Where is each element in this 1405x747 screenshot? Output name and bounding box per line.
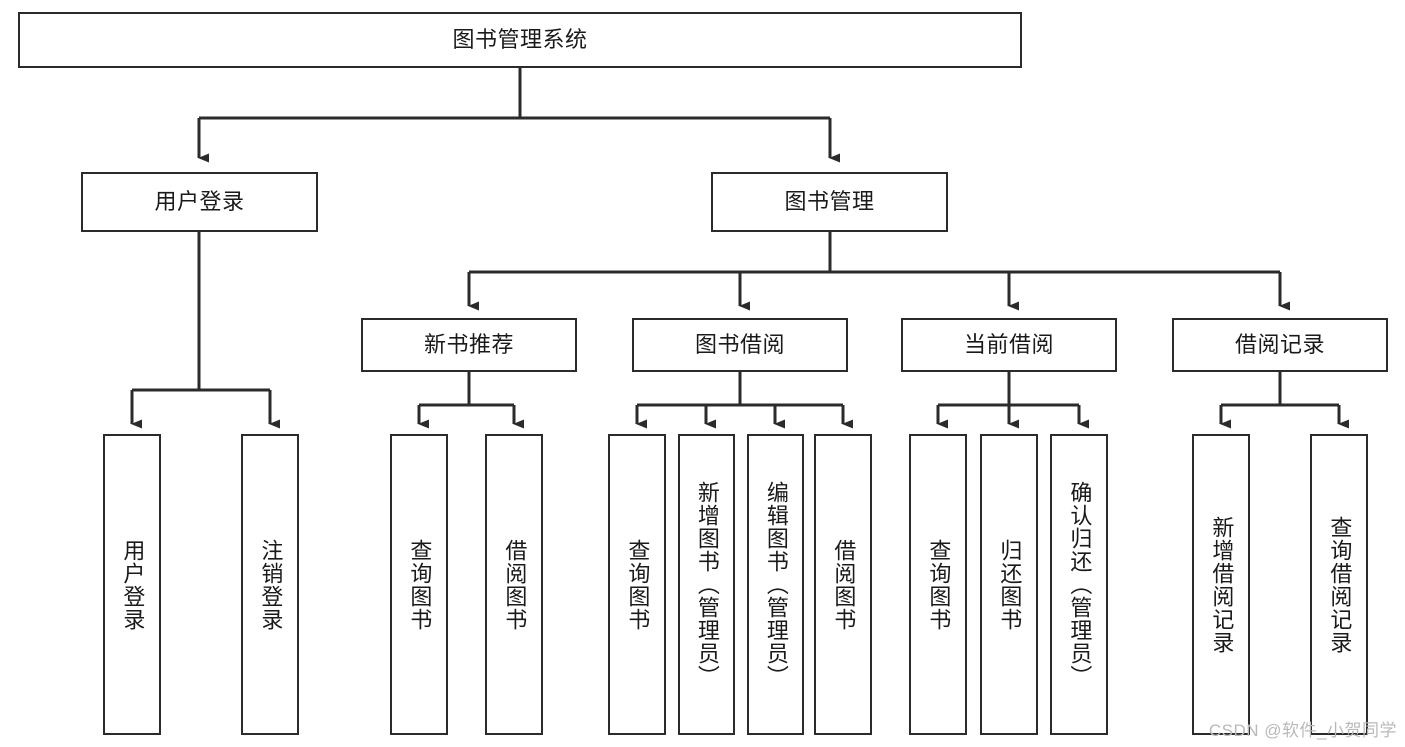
leaf-query-borrow-record[interactable]: 查询借阅记录 (1310, 434, 1368, 735)
node-label: 新增图书（管理员） (694, 481, 720, 688)
node-label: 用户登录 (154, 189, 245, 214)
leaf-confirm-return-admin[interactable]: 确认归还（管理员） (1050, 434, 1108, 735)
node-label: 借阅图书 (831, 538, 857, 631)
node-book-borrowing[interactable]: 图书借阅 (632, 318, 848, 372)
node-label: 用户登录 (120, 538, 146, 631)
node-label: 借阅记录 (1234, 332, 1325, 357)
node-label: 查询图书 (407, 538, 433, 631)
leaf-user-login[interactable]: 用户登录 (103, 434, 161, 735)
node-label: 新增借阅记录 (1209, 515, 1235, 654)
leaf-logout[interactable]: 注销登录 (241, 434, 299, 735)
node-label: 借阅图书 (502, 538, 528, 631)
node-label: 当前借阅 (963, 332, 1054, 357)
node-book-management[interactable]: 图书管理 (711, 172, 948, 232)
leaf-query-book-current[interactable]: 查询图书 (909, 434, 967, 735)
node-label: 新书推荐 (423, 332, 514, 357)
watermark-text: CSDN @软件_小贺同学 (1208, 721, 1397, 740)
node-label: 查询图书 (926, 538, 952, 631)
leaf-borrow-book-newbook[interactable]: 借阅图书 (485, 434, 543, 735)
node-root-book-management-system[interactable]: 图书管理系统 (18, 12, 1022, 68)
leaf-return-book[interactable]: 归还图书 (980, 434, 1038, 735)
leaf-borrow-book-borrow[interactable]: 借阅图书 (814, 434, 872, 735)
node-label: 图书借阅 (694, 332, 785, 357)
leaf-edit-book-admin[interactable]: 编辑图书（管理员） (747, 434, 804, 735)
node-label: 查询图书 (625, 538, 651, 631)
node-current-borrowing[interactable]: 当前借阅 (901, 318, 1117, 372)
node-user-login[interactable]: 用户登录 (81, 172, 318, 232)
node-label: 注销登录 (258, 538, 284, 631)
leaf-query-book-borrow[interactable]: 查询图书 (608, 434, 666, 735)
node-label: 编辑图书（管理员） (763, 481, 789, 688)
leaf-add-book-admin[interactable]: 新增图书（管理员） (678, 434, 735, 735)
leaf-query-book-newbook[interactable]: 查询图书 (390, 434, 448, 735)
node-borrowing-record[interactable]: 借阅记录 (1172, 318, 1388, 372)
leaf-add-borrow-record[interactable]: 新增借阅记录 (1192, 434, 1250, 735)
node-new-book-recommendation[interactable]: 新书推荐 (361, 318, 577, 372)
node-label: 图书管理 (784, 189, 875, 214)
node-label: 确认归还（管理员） (1067, 481, 1093, 688)
node-label: 查询借阅记录 (1327, 515, 1353, 654)
node-label: 归还图书 (997, 538, 1023, 631)
node-label: 图书管理系统 (452, 27, 588, 52)
